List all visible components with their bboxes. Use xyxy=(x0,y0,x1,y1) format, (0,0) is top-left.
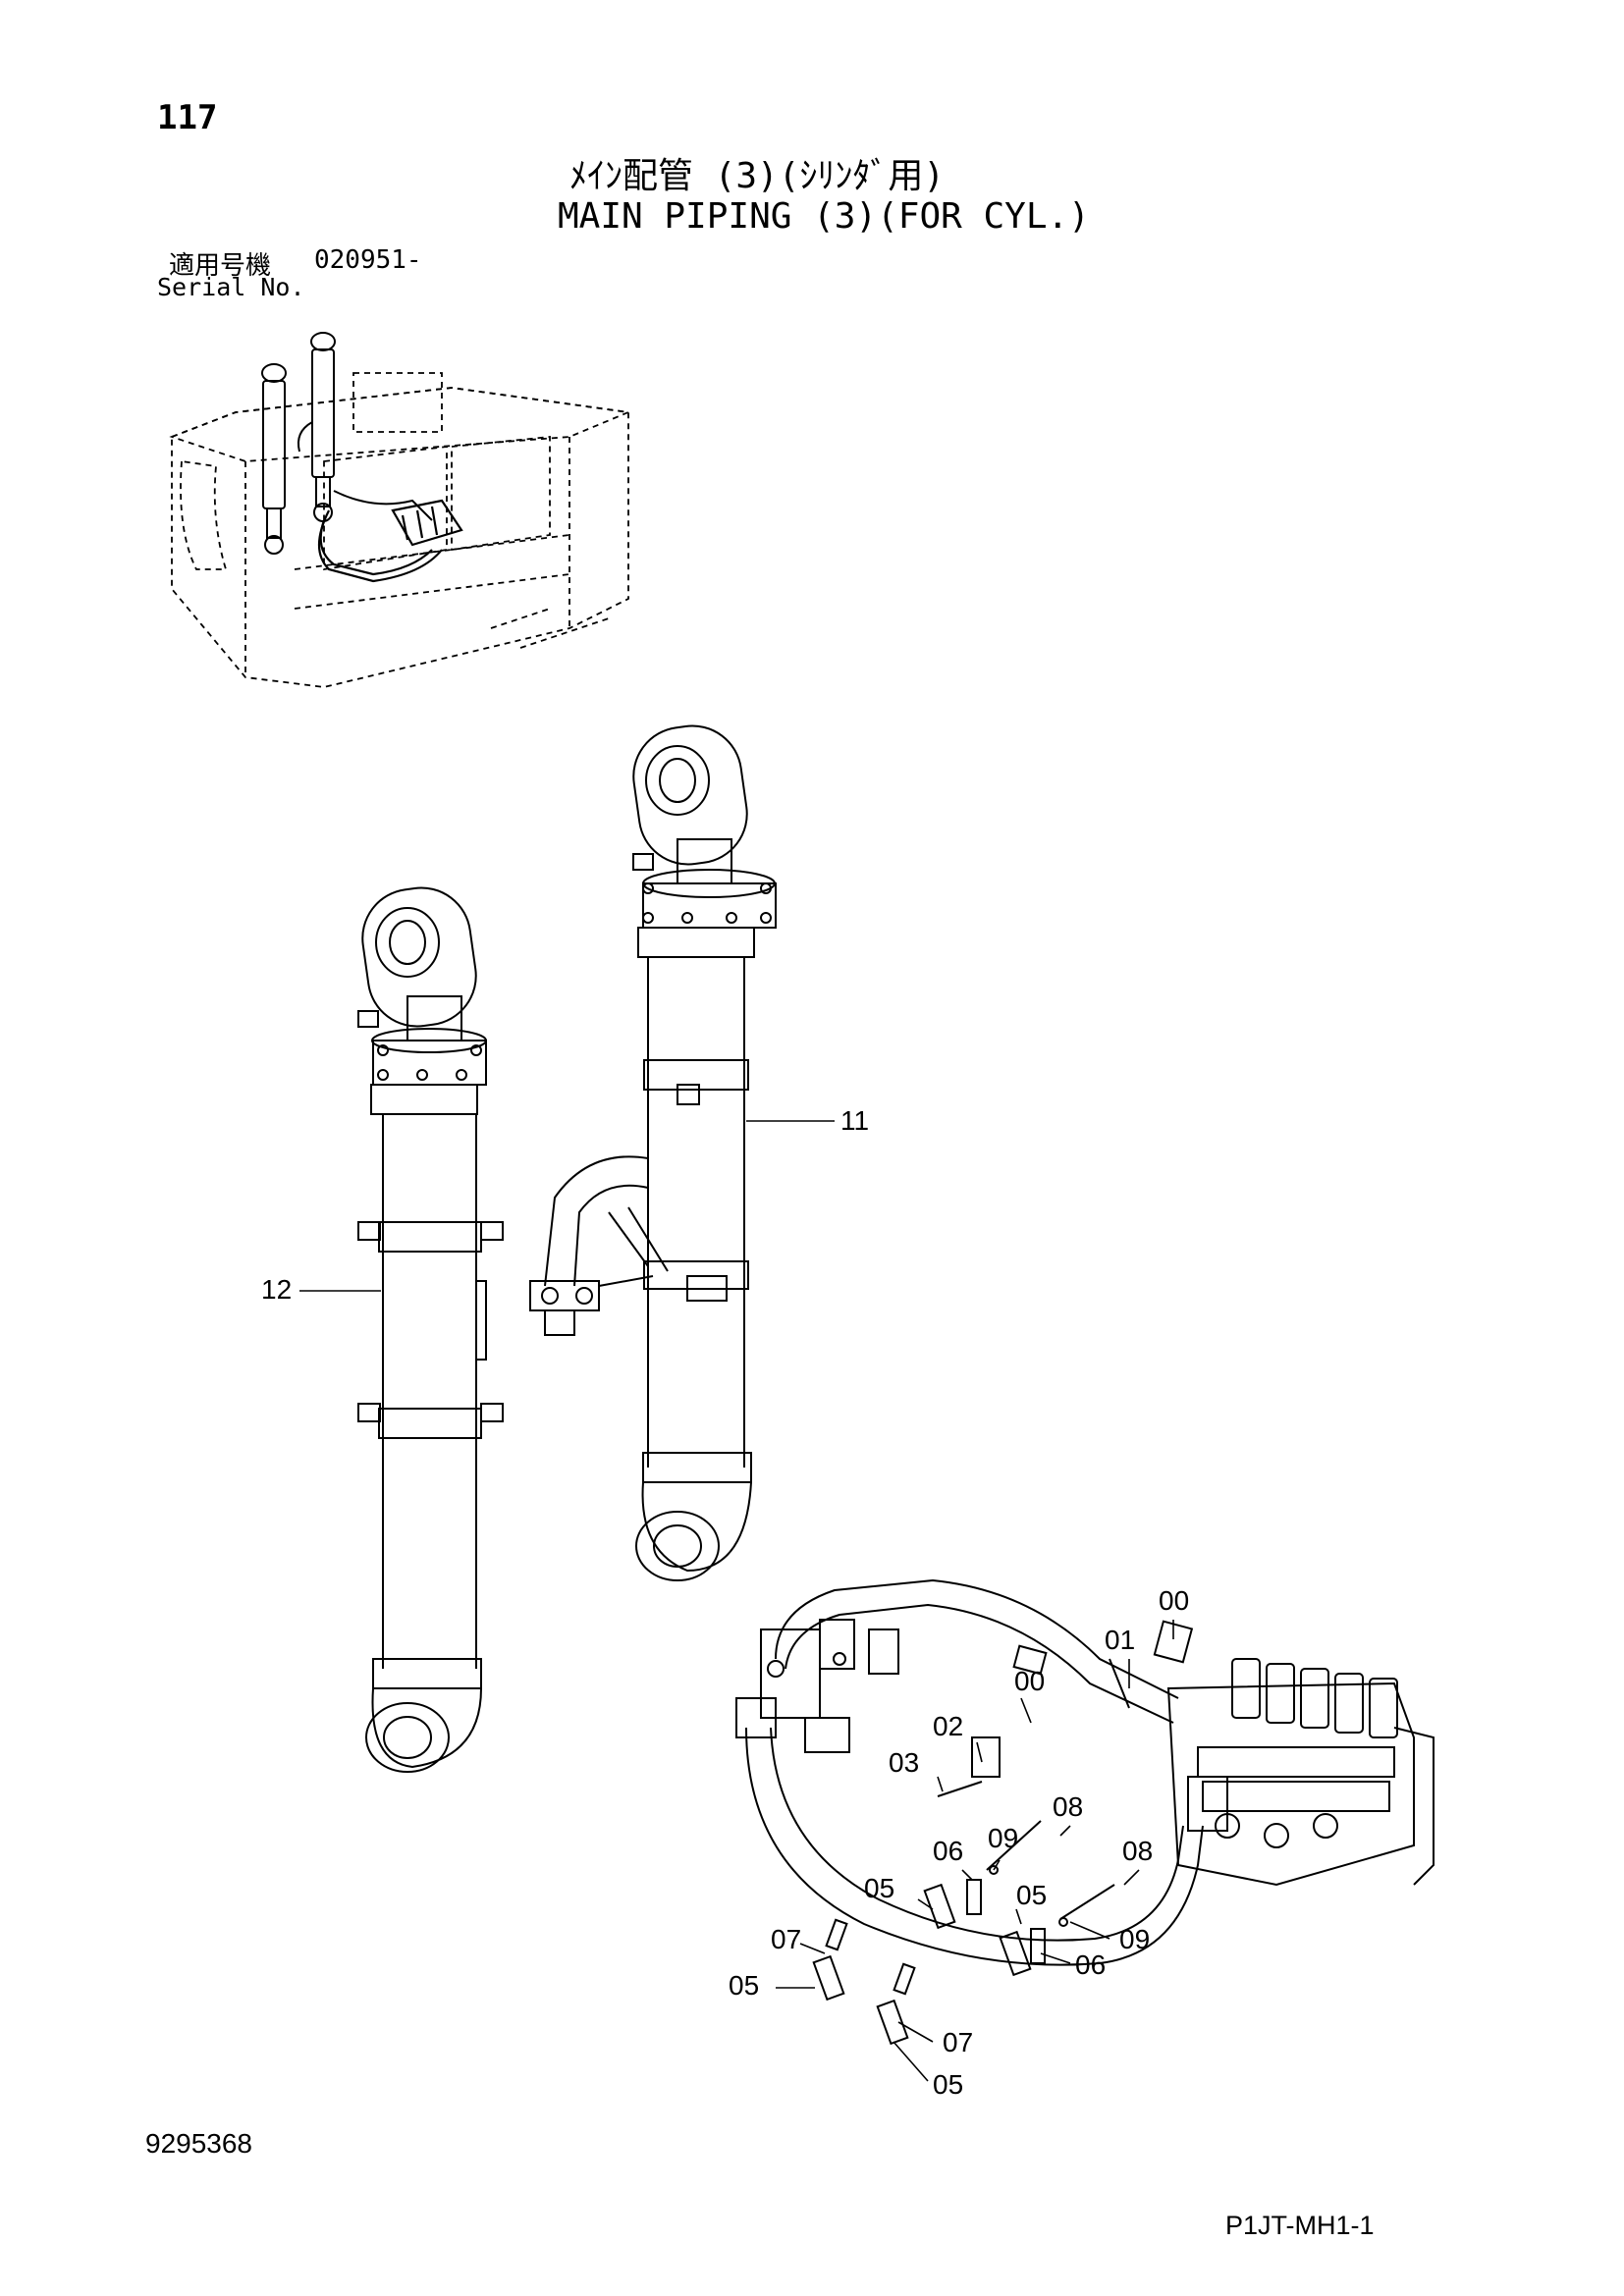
callout-00-b: 00 xyxy=(1014,1666,1045,1696)
callout-12: 12 xyxy=(261,1274,292,1305)
serial-number-value: 020951- xyxy=(314,245,422,275)
callout-09-a: 09 xyxy=(988,1823,1018,1853)
callout-07-a: 07 xyxy=(771,1924,801,1954)
callout-06-b: 06 xyxy=(1075,1949,1106,1980)
callout-08-b: 08 xyxy=(1122,1836,1153,1866)
callout-05-c: 05 xyxy=(729,1970,759,2001)
callout-02: 02 xyxy=(933,1711,963,1741)
callout-labels: 11 12 00 01 00 02 03 08 06 09 08 05 05 0… xyxy=(261,1105,1189,2100)
reference-code: P1JT-MH1-1 xyxy=(1225,2211,1375,2240)
callout-00-a: 00 xyxy=(1159,1585,1189,1616)
callout-05-a: 05 xyxy=(864,1873,894,1903)
leader-lines xyxy=(299,1120,1174,2082)
page-title-english: MAIN PIPING (3)(FOR CYL.) xyxy=(558,196,1090,237)
cylinder-11 xyxy=(529,724,777,1581)
serial-label-japanese: 適用号機 xyxy=(169,251,272,281)
machine-overview-inset xyxy=(169,332,632,688)
callout-03: 03 xyxy=(889,1747,919,1778)
document-code: 9295368 xyxy=(145,2128,253,2159)
callout-05-b: 05 xyxy=(1016,1880,1047,1910)
cylinder-12 xyxy=(357,886,504,1773)
serial-label-english: Serial No. xyxy=(157,273,305,301)
page-number: 117 xyxy=(157,98,218,137)
callout-01: 01 xyxy=(1105,1625,1135,1655)
page-title-japanese: ﾒｲﾝ配管 (3)(ｼﾘﾝﾀﾞ用) xyxy=(569,156,946,196)
callout-07-b: 07 xyxy=(943,2027,973,2057)
callout-11: 11 xyxy=(840,1105,869,1136)
callout-06-a: 06 xyxy=(933,1836,963,1866)
callout-09-b: 09 xyxy=(1119,1924,1150,1954)
callout-08-a: 08 xyxy=(1053,1791,1083,1822)
control-valve-assembly xyxy=(735,1578,1435,2046)
callout-05-d: 05 xyxy=(933,2069,963,2100)
